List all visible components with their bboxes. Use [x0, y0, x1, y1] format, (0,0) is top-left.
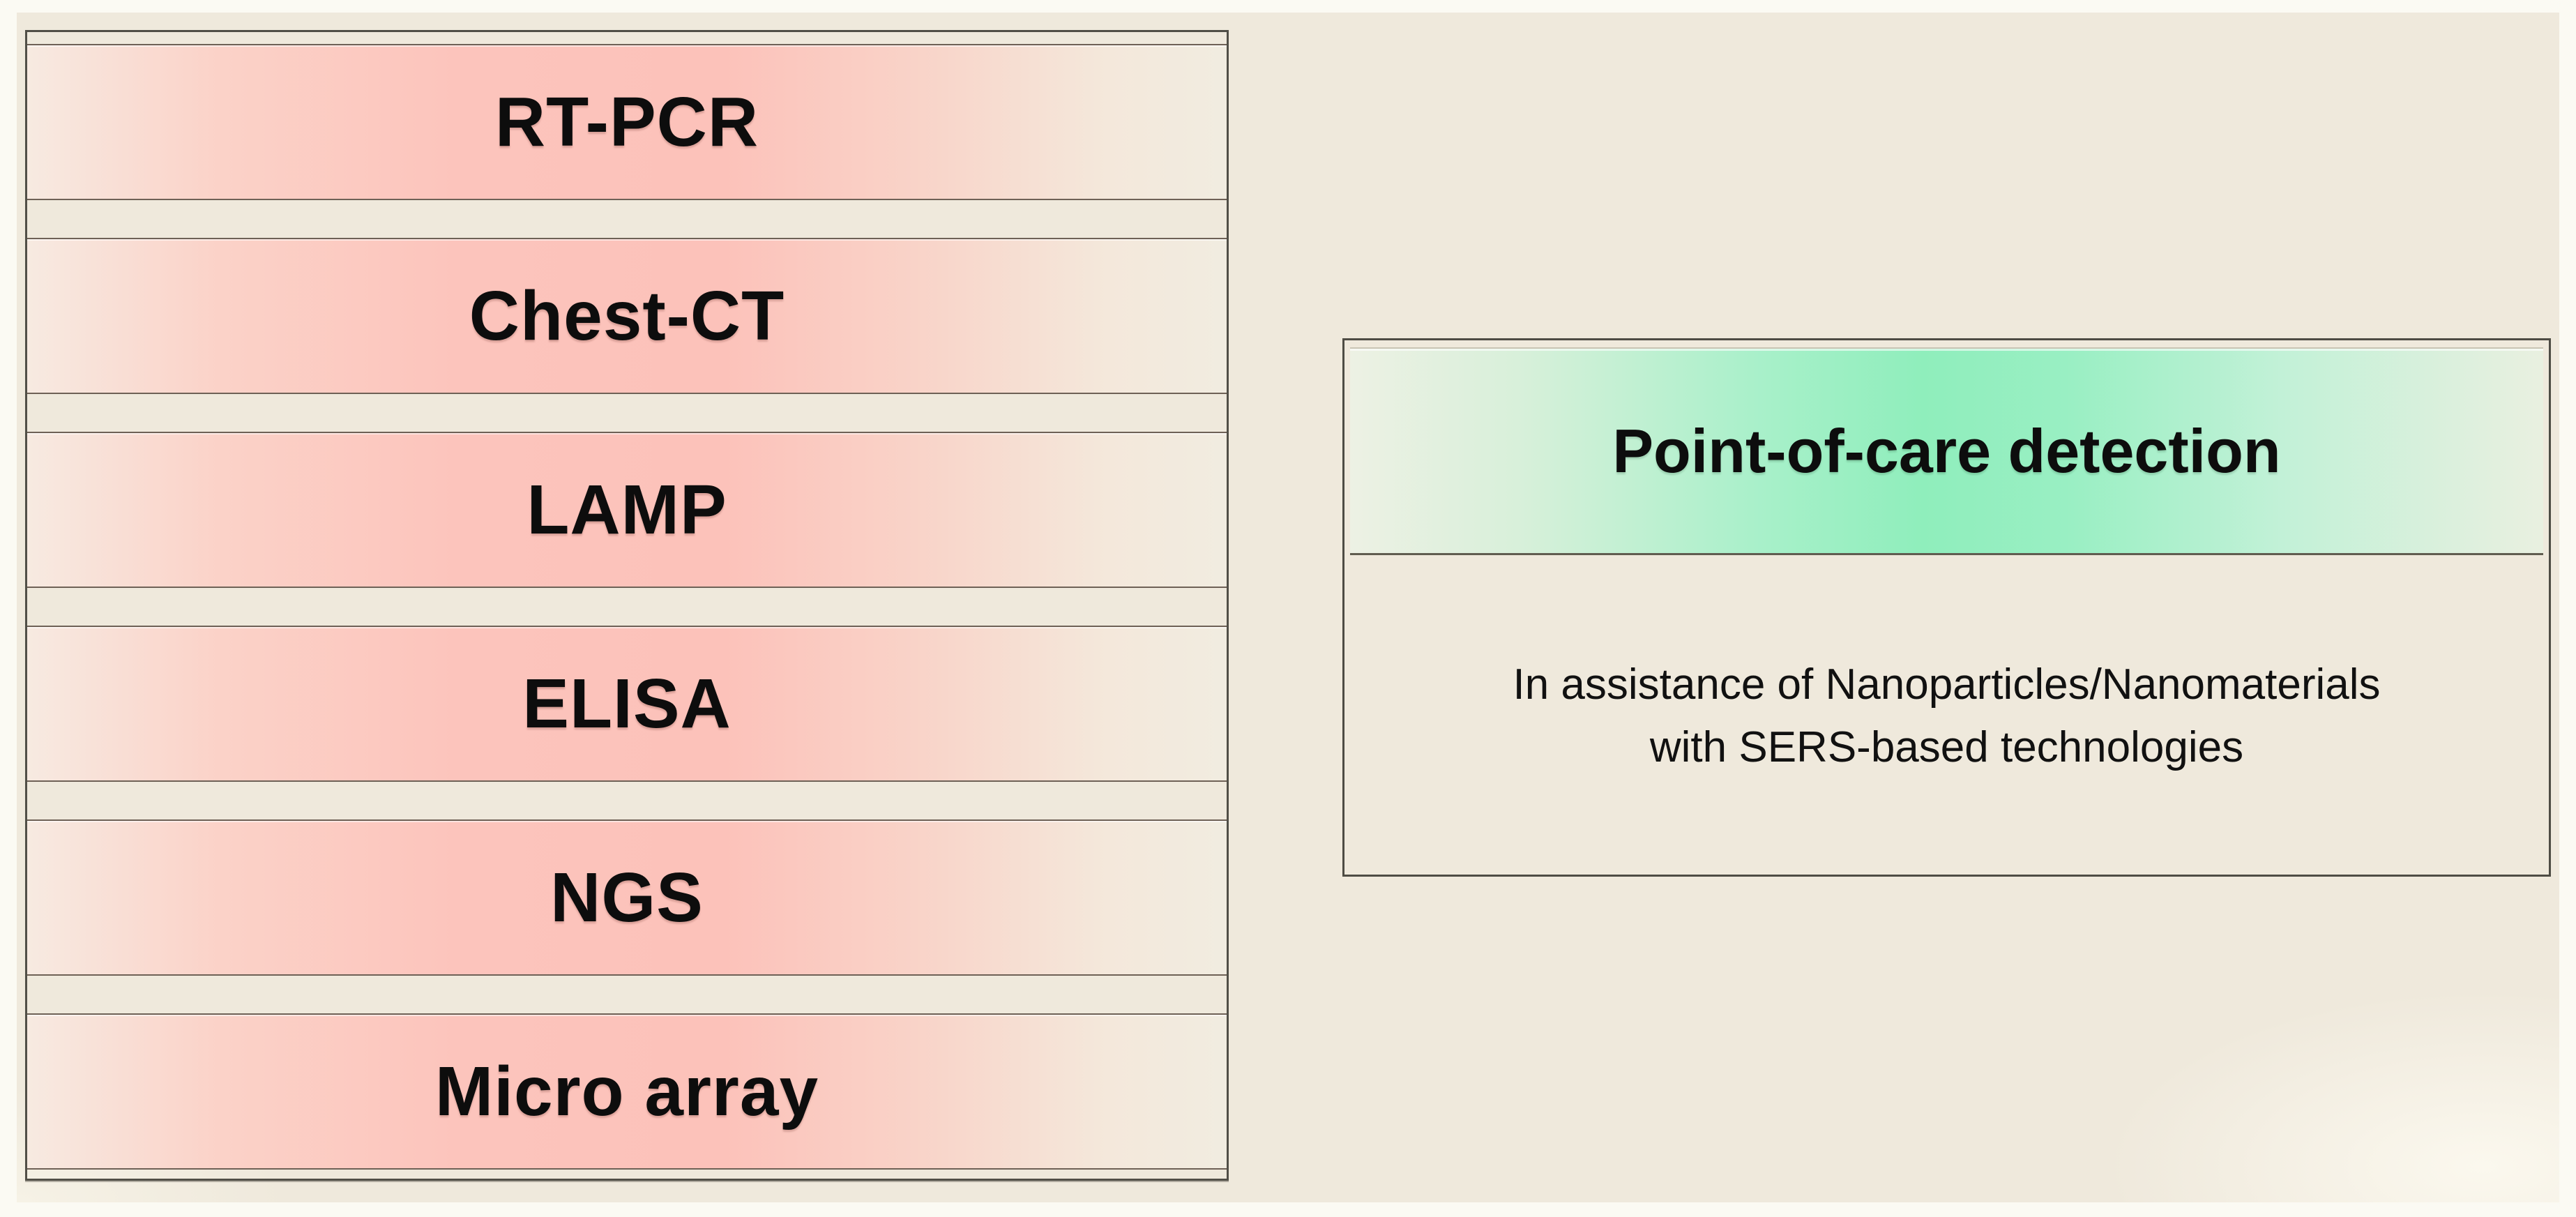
- poc-description-line1: In assistance of Nanoparticles/Nanomater…: [1513, 660, 2381, 709]
- method-row: RT-PCR: [27, 44, 1227, 200]
- point-of-care-panel: Point-of-care detection In assistance of…: [1342, 338, 2551, 877]
- method-row: Chest-CT: [27, 238, 1227, 394]
- diagnostic-methods-list: RT-PCR Chest-CT LAMP ELISA NGS Micro arr…: [27, 32, 1227, 1179]
- method-label: ELISA: [522, 664, 732, 743]
- method-row: LAMP: [27, 432, 1227, 588]
- method-label: Micro array: [434, 1052, 819, 1131]
- poc-title-band: Point-of-care detection: [1350, 347, 2543, 555]
- method-label: RT-PCR: [494, 82, 759, 161]
- method-label: NGS: [550, 858, 704, 937]
- figure-canvas: RT-PCR Chest-CT LAMP ELISA NGS Micro arr…: [17, 13, 2559, 1202]
- method-label: LAMP: [526, 470, 727, 549]
- method-row: Micro array: [27, 1013, 1227, 1170]
- poc-description-line2: with SERS-based technologies: [1649, 723, 2244, 771]
- poc-description: In assistance of Nanoparticles/Nanomater…: [1344, 557, 2549, 875]
- method-row: ELISA: [27, 626, 1227, 782]
- method-label: Chest-CT: [469, 276, 785, 355]
- method-row: NGS: [27, 819, 1227, 976]
- diagnostic-methods-panel: RT-PCR Chest-CT LAMP ELISA NGS Micro arr…: [25, 30, 1229, 1181]
- poc-title: Point-of-care detection: [1612, 416, 2281, 485]
